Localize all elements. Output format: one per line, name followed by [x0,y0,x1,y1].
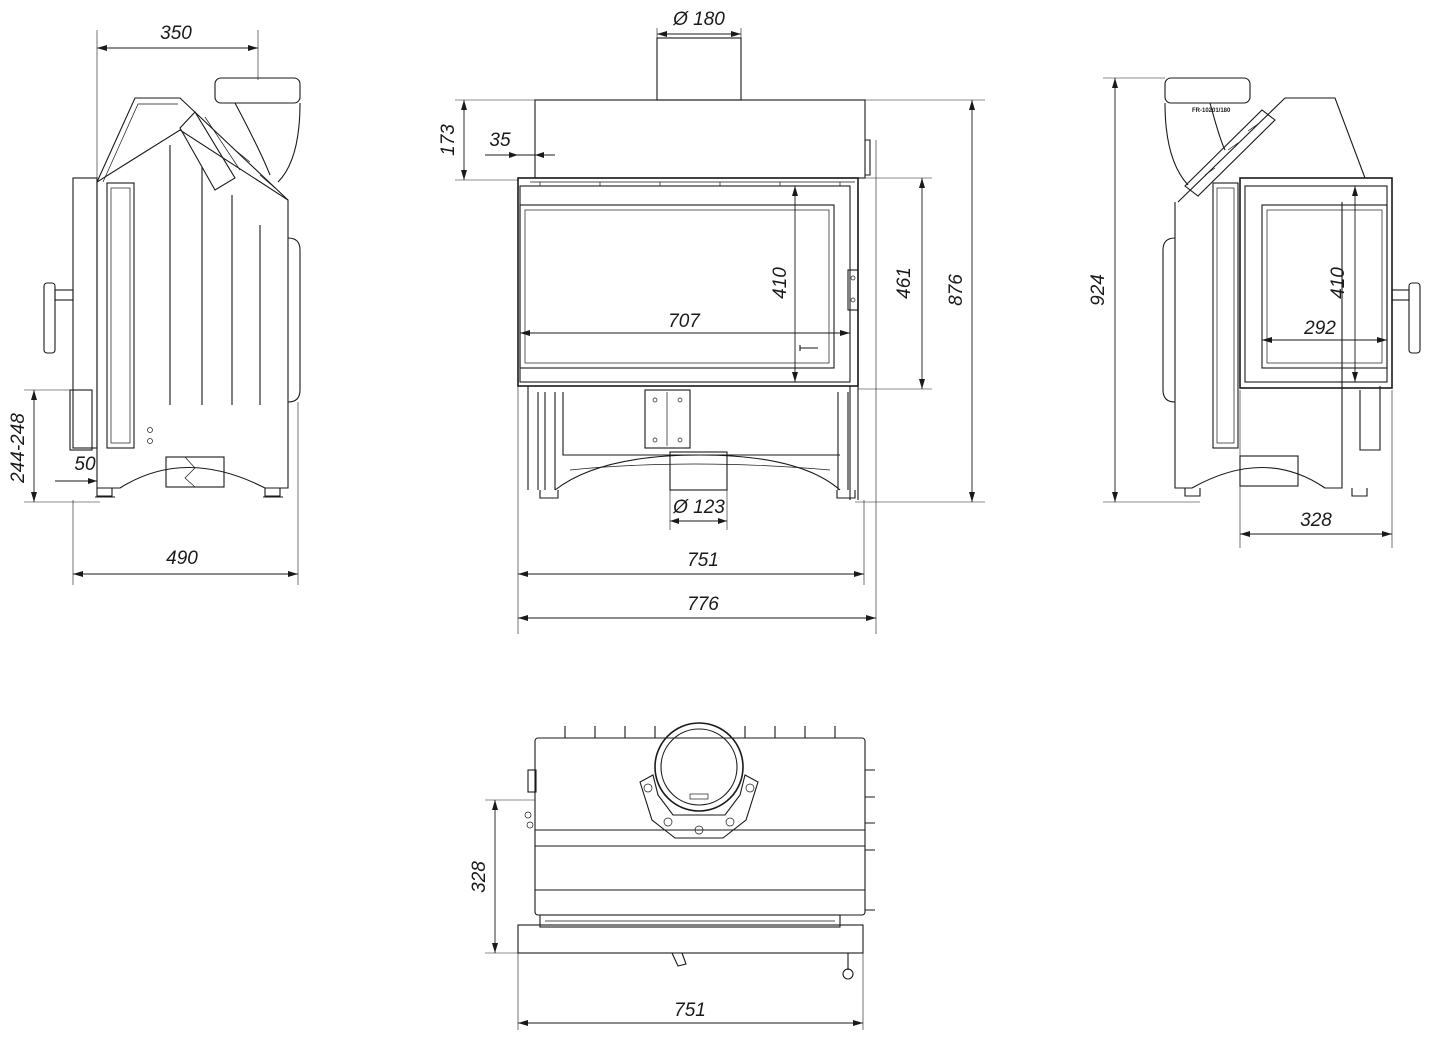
dim-top-width: 751 [674,1000,706,1021]
dim-inner-width: 751 [687,550,719,571]
dim-inlet-diameter: Ø 123 [672,497,725,518]
left-side-dimensions: 350 490 244-248 50 [8,23,299,585]
dim-glass-height: 410 [770,267,791,299]
dim-right-glass-height: 410 [1328,267,1349,299]
top-view [517,722,875,980]
dim-right-glass-width: 292 [1303,318,1336,339]
dim-depth-total: 490 [166,548,198,569]
flue-plate-label: FR-10201/180 [1192,108,1231,114]
dim-total-height: 876 [946,274,967,306]
dim-top-depth: 328 [469,861,490,893]
right-side-view: FR-10201/180 [1162,77,1421,497]
dim-glass-width: 707 [668,311,701,332]
dim-right-depth: 328 [1300,510,1332,531]
dim-inlet-height: 244-248 [8,413,29,484]
dim-top-offset: 35 [489,130,511,151]
dim-inlet-offset: 50 [74,454,96,475]
dim-door-height: 461 [894,267,915,299]
front-view [517,37,871,500]
top-view-dimensions: 328 751 [469,799,864,1030]
dim-total-width: 776 [687,594,719,615]
left-side-view [43,77,301,498]
dim-top-height: 173 [438,124,459,156]
dim-right-total-height: 924 [1088,274,1109,306]
dim-flue-diameter: Ø 180 [672,9,725,30]
dim-depth-top: 350 [160,23,192,44]
front-dimensions: Ø 180 173 35 410 707 461 876 [438,9,985,634]
right-side-dimensions: 924 410 292 328 [1088,77,1393,548]
